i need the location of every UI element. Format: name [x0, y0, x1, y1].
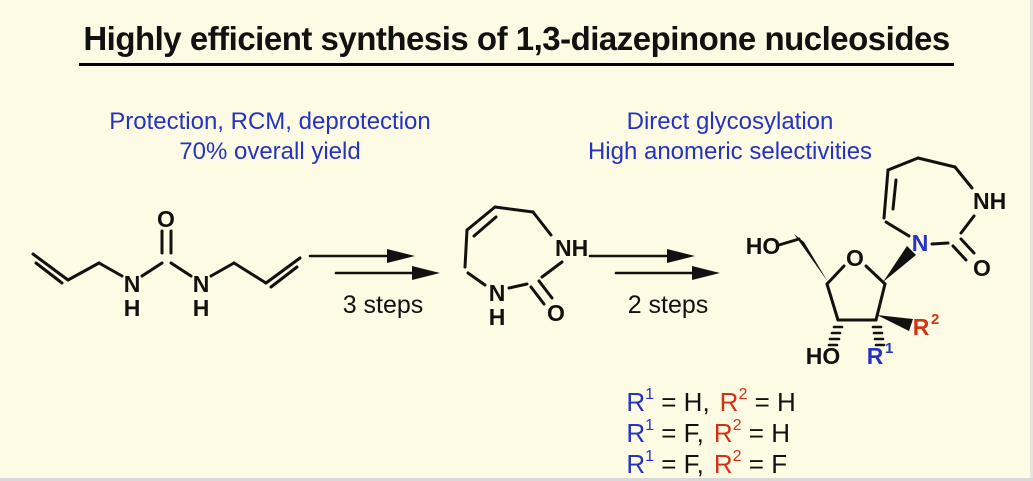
- c5-wedge-bond: [794, 234, 828, 282]
- nucleoside-base-bonds: [882, 156, 976, 262]
- figure-title: Highly efficient synthesis of 1,3-diazep…: [79, 20, 954, 66]
- reaction-arrows-step2: [583, 243, 733, 288]
- arrowhead-icon: [412, 266, 440, 280]
- r2-value: = F: [741, 449, 788, 479]
- molecule-diallylurea: O N H N H: [25, 195, 310, 325]
- r-def-row-1: R1 = H,R2 = H: [626, 386, 796, 417]
- r1-value: = F,: [654, 418, 704, 448]
- r-def-row-2: R1 = F,R2 = H: [626, 417, 790, 448]
- caption-step2-line1: Direct glycosylation: [626, 108, 834, 135]
- r2-wedge-bond: [877, 315, 913, 331]
- urea-o-label: O: [157, 206, 175, 232]
- nucleoside-r2-label: R: [913, 314, 930, 340]
- caption-step2: Direct glycosylation High anomeric selec…: [540, 107, 920, 167]
- nucleoside-carbonyl-o-label: O: [973, 255, 991, 281]
- r2-value: = H: [747, 387, 796, 417]
- r-group-definitions: R1 = H,R2 = H R1 = F,R2 = H R1 = F,R2 = …: [583, 356, 796, 479]
- nucleoside-r1-label: R: [867, 343, 884, 369]
- nucleoside-nh-label: NH: [973, 188, 1006, 214]
- reaction-arrows-step1: [303, 243, 453, 288]
- r2-symbol: R: [719, 387, 739, 417]
- arrowhead-icon: [692, 266, 720, 280]
- nucleoside-ho5-label: HO: [746, 233, 781, 259]
- step1-count-label: 3 steps: [342, 291, 424, 319]
- figure-right-border: [1030, 0, 1033, 481]
- step2-count-label: 2 steps: [627, 291, 709, 319]
- diazepinone-o-label: O: [547, 300, 565, 326]
- nucleoside-n1-label: N: [912, 230, 929, 256]
- molecule-diazepinone: NH N H O: [443, 183, 593, 338]
- r1-symbol: R: [626, 387, 646, 417]
- diazepinone-h-label: H: [489, 304, 506, 330]
- r2-value: = H: [741, 418, 790, 448]
- caption-step1: Protection, RCM, deprotection 70% overal…: [80, 107, 460, 167]
- arrowhead-icon: [387, 249, 415, 263]
- diallylurea-bonds: [31, 229, 302, 289]
- r-def-row-3: R1 = F,R2 = F: [626, 448, 788, 479]
- nucleoside-sugar-bonds: [777, 234, 916, 347]
- title-row: Highly efficient synthesis of 1,3-diazep…: [0, 20, 1033, 66]
- diazepinone-n-label: N: [489, 280, 506, 306]
- figure-bottom-border: [0, 478, 1033, 481]
- urea-h-left-label: H: [124, 295, 141, 321]
- arrowhead-icon: [667, 249, 695, 263]
- urea-n-right-label: N: [193, 271, 210, 297]
- diazepinone-nh-label: NH: [555, 235, 588, 261]
- nucleoside-r2-sup: 2: [931, 311, 939, 328]
- r2-symbol: R: [713, 449, 733, 479]
- arrow-pair-2: [588, 249, 720, 280]
- molecule-nucleoside: HO O N NH O HO R 1 R 2: [733, 143, 1033, 378]
- caption-step1-line1: Protection, RCM, deprotection: [109, 108, 431, 135]
- r1-value: = H,: [654, 387, 710, 417]
- urea-h-right-label: H: [193, 295, 210, 321]
- diallylurea-structure: O N H N H: [31, 206, 302, 321]
- urea-n-left-label: N: [124, 271, 141, 297]
- nucleoside-ho3-label: HO: [806, 343, 841, 369]
- r1-value: = F,: [654, 449, 704, 479]
- r2-symbol: R: [713, 418, 733, 448]
- nucleoside-ring-o-label: O: [846, 245, 864, 271]
- arrow-pair-1: [308, 249, 440, 280]
- r1-symbol: R: [626, 418, 646, 448]
- diazepinone-bonds: [463, 205, 564, 306]
- nucleoside-structure: HO O N NH O HO R 1 R 2: [746, 156, 1006, 369]
- caption-step2-line2: High anomeric selectivities: [587, 138, 873, 165]
- diazepinone-structure: NH N H O: [463, 205, 588, 330]
- r1-symbol: R: [626, 449, 646, 479]
- caption-step1-line2: 70% overall yield: [179, 138, 361, 165]
- nucleoside-r1-sup: 1: [885, 340, 893, 357]
- glycosidic-wedge-bond: [883, 246, 916, 282]
